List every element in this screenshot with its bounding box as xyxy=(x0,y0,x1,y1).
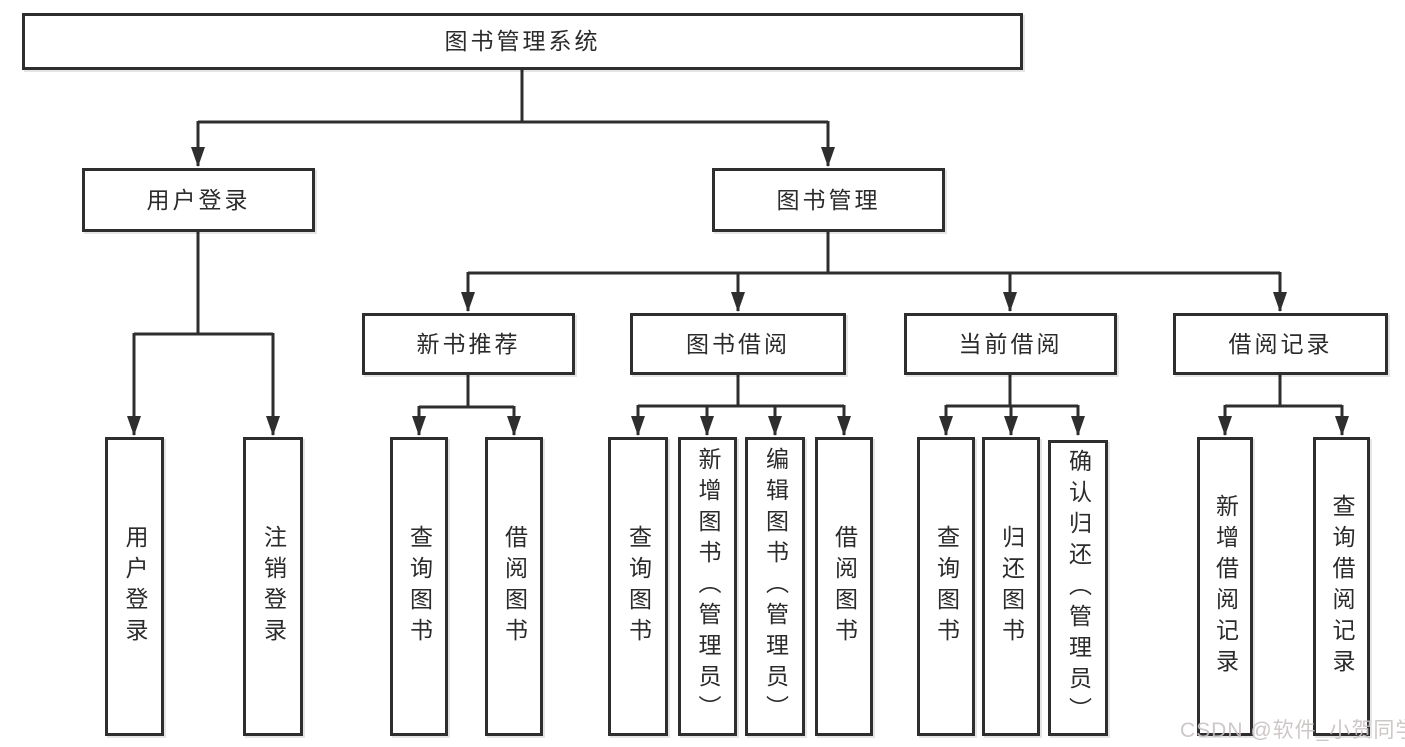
leaf-cb-return-book: 归还图书 xyxy=(982,437,1040,736)
leaf-bb-add-book-admin-label: 新增图书（管理员） xyxy=(695,447,721,726)
leaf-bb-add-book-admin: 新增图书（管理员） xyxy=(678,437,737,736)
node-borrow-records: 借阅记录 xyxy=(1173,313,1388,375)
leaf-user-login: 用户登录 xyxy=(105,437,164,736)
leaf-br-query-record-label: 查询借阅记录 xyxy=(1329,493,1355,680)
node-user-login-label: 用户登录 xyxy=(146,186,251,213)
leaf-br-add-record: 新增借阅记录 xyxy=(1197,437,1253,736)
leaf-nbr-query-book: 查询图书 xyxy=(390,437,448,736)
node-book-borrow: 图书借阅 xyxy=(630,313,846,375)
leaf-bb-borrow-book: 借阅图书 xyxy=(815,437,873,736)
leaf-br-query-record: 查询借阅记录 xyxy=(1313,437,1370,736)
leaf-cb-confirm-return-admin-label: 确认归还（管理员） xyxy=(1065,448,1092,728)
leaf-bb-query-book-label: 查询图书 xyxy=(625,524,652,649)
csdn-watermark: CSDN @软件_小贺同学 xyxy=(1180,719,1405,742)
leaf-bb-query-book: 查询图书 xyxy=(608,437,668,736)
leaf-logout: 注销登录 xyxy=(243,437,303,736)
node-new-book-recommend: 新书推荐 xyxy=(362,313,575,375)
leaf-cb-return-book-label: 归还图书 xyxy=(998,524,1025,649)
leaf-bb-borrow-book-label: 借阅图书 xyxy=(831,524,858,649)
leaf-bb-edit-book-admin: 编辑图书（管理员） xyxy=(745,437,805,736)
leaf-nbr-borrow-book: 借阅图书 xyxy=(485,437,543,736)
leaf-logout-label: 注销登录 xyxy=(260,524,287,649)
leaf-cb-query-book: 查询图书 xyxy=(917,437,975,736)
leaf-bb-edit-book-admin-label: 编辑图书（管理员） xyxy=(762,447,789,726)
node-current-borrow: 当前借阅 xyxy=(904,313,1117,375)
leaf-nbr-query-book-label: 查询图书 xyxy=(406,524,433,649)
node-root: 图书管理系统 xyxy=(22,13,1023,70)
node-user-login: 用户登录 xyxy=(82,168,315,232)
node-root-label: 图书管理系统 xyxy=(444,28,601,54)
leaf-cb-query-book-label: 查询图书 xyxy=(933,524,960,649)
node-book-borrow-label: 图书借阅 xyxy=(686,330,790,357)
node-borrow-records-label: 借阅记录 xyxy=(1228,330,1333,357)
leaf-br-add-record-label: 新增借阅记录 xyxy=(1212,493,1239,680)
node-new-book-recommend-label: 新书推荐 xyxy=(416,330,521,357)
leaf-nbr-borrow-book-label: 借阅图书 xyxy=(501,524,528,649)
leaf-user-login-label: 用户登录 xyxy=(122,524,148,649)
node-book-management: 图书管理 xyxy=(712,168,945,232)
node-current-borrow-label: 当前借阅 xyxy=(958,330,1063,357)
node-book-management-label: 图书管理 xyxy=(776,186,881,213)
leaf-cb-confirm-return-admin: 确认归还（管理员） xyxy=(1048,440,1108,736)
